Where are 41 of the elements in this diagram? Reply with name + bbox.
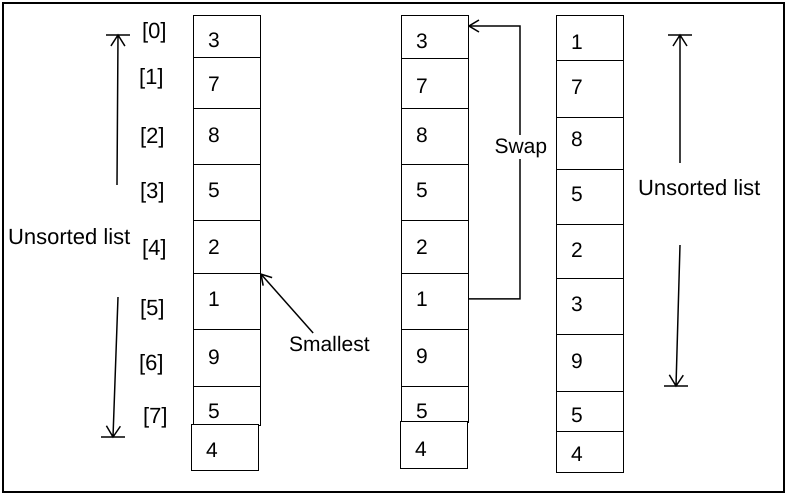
edge-label: Swap (494, 135, 548, 159)
array-cell: 2 (556, 224, 624, 280)
elbow-arrow (468, 19, 521, 300)
array-cell: 3 (401, 15, 469, 59)
array-cell: 5 (401, 386, 469, 422)
index-label: [1] (139, 65, 164, 89)
index-label: [4] (142, 236, 166, 260)
range-label: Unsorted list (638, 176, 760, 200)
array-cell: 7 (401, 58, 469, 110)
array-cell: 2 (193, 220, 261, 274)
array-cell: 5 (401, 164, 469, 222)
array-cell: 7 (556, 60, 624, 118)
array-cell: 1 (556, 15, 624, 62)
array-cell: 5 (193, 386, 261, 426)
array-cell: 4 (556, 431, 624, 472)
array-cell: 1 (193, 273, 261, 330)
array-cell: 8 (193, 108, 261, 166)
arrow (260, 273, 314, 334)
array-cell: 5 (556, 169, 624, 226)
array-cell: 4 (400, 421, 468, 468)
array-cell: 1 (401, 273, 469, 330)
range-label: Unsorted list (8, 225, 130, 249)
index-label: [3] (140, 179, 164, 203)
index-label: [2] (140, 124, 164, 148)
array-cell: 7 (193, 57, 261, 110)
array-cell: 5 (193, 164, 261, 222)
array-cell: 9 (556, 334, 624, 392)
callout-label: Smallest (289, 333, 370, 357)
array-cell: 3 (556, 278, 624, 336)
array-cell: 8 (401, 108, 469, 166)
array-cell: 4 (191, 424, 259, 470)
index-label: [0] (142, 19, 166, 43)
array-cell: 9 (193, 329, 261, 388)
index-label: [5] (140, 296, 164, 320)
array-cell: 2 (401, 220, 469, 274)
index-label: [7] (143, 404, 168, 428)
array-cell: 8 (556, 117, 624, 170)
array-cell: 3 (193, 15, 261, 58)
array-cell: 5 (556, 391, 624, 432)
index-label: [6] (139, 351, 164, 375)
array-cell: 9 (401, 329, 469, 388)
